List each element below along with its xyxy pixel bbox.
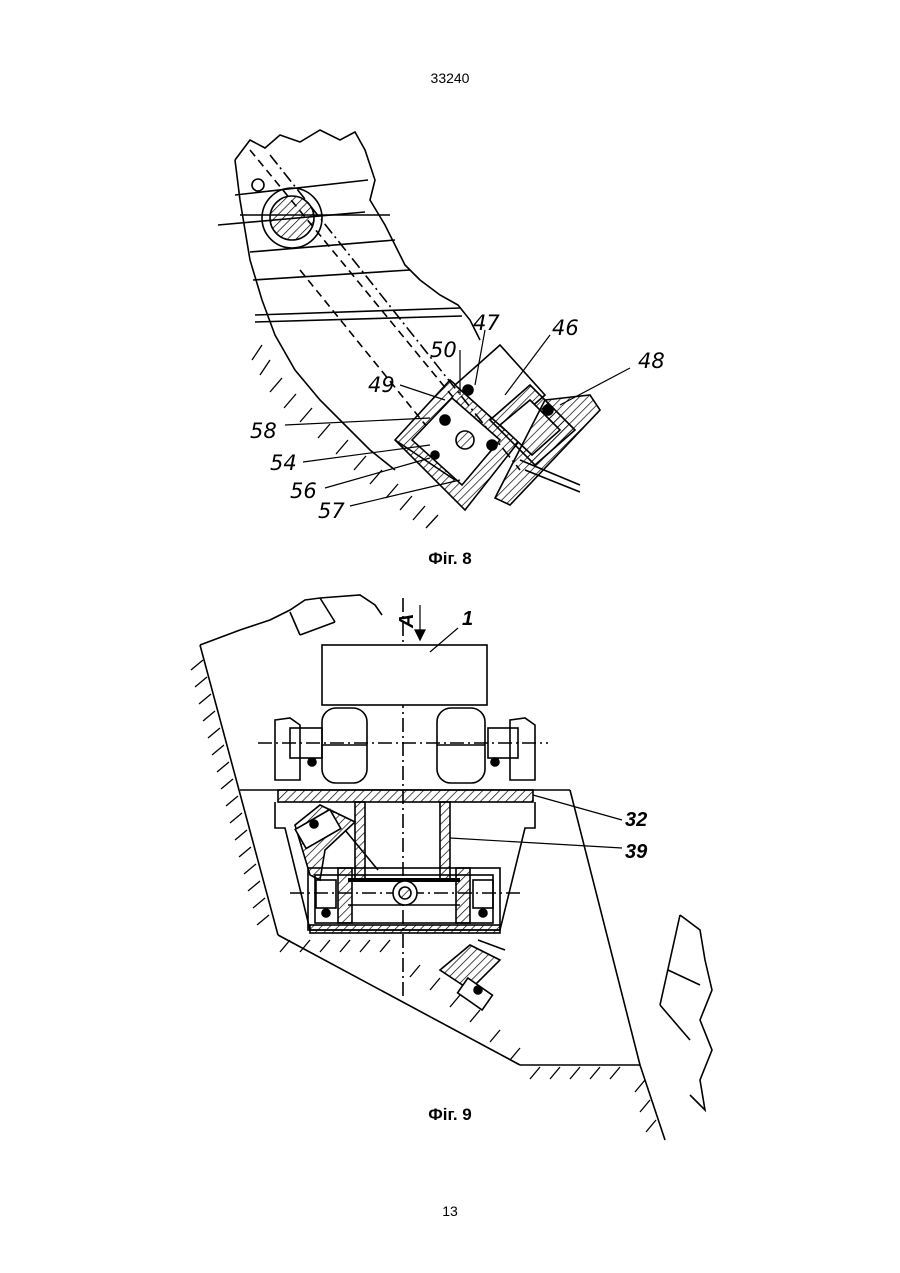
label-46: 46 [552, 316, 579, 340]
page-number: 13 [0, 1203, 900, 1219]
label-A: A [396, 614, 418, 629]
label-49: 49 [368, 373, 395, 397]
label-58: 58 [250, 419, 277, 443]
figure-8-caption: Фіг. 8 [0, 549, 900, 569]
fig8-mechanism [395, 345, 600, 510]
fig9-ground-hatch [191, 660, 656, 1132]
label-39: 39 [625, 841, 648, 863]
label-1: 1 [462, 608, 473, 630]
label-50: 50 [430, 338, 457, 362]
label-47: 47 [473, 311, 500, 335]
label-54: 54 [270, 451, 297, 475]
label-48: 48 [638, 349, 665, 373]
label-57: 57 [318, 499, 345, 523]
label-56: 56 [290, 479, 317, 503]
figure-9-caption: Фіг. 9 [0, 1105, 900, 1125]
label-32: 32 [625, 809, 647, 831]
